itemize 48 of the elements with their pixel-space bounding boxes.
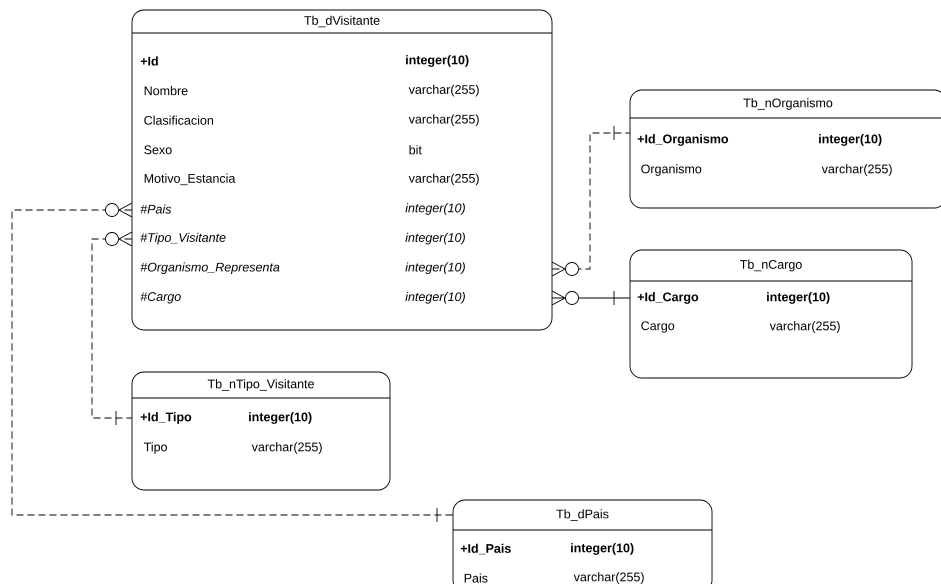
column-name: #Organismo_Representa xyxy=(140,262,280,274)
relationship-line xyxy=(552,126,630,276)
entity-table xyxy=(630,90,941,208)
table-title: Tb_dPais xyxy=(556,509,608,521)
column-type: varchar(255) xyxy=(770,321,840,333)
column-type: integer(10) xyxy=(406,55,468,67)
column-type: integer(10) xyxy=(249,412,312,424)
table-title: Tb_nTipo_Visitante xyxy=(208,379,314,391)
table-title: Tb_dVisitante xyxy=(304,16,380,28)
column-type: varchar(255) xyxy=(252,442,322,454)
relationship-line xyxy=(12,202,453,522)
column-name: Motivo_Estancia xyxy=(144,174,236,186)
column-name: Sexo xyxy=(144,145,172,154)
column-name: #Tipo_Visitante xyxy=(140,232,226,244)
entity-table xyxy=(132,10,552,330)
column-type: bit xyxy=(409,145,422,154)
column-type: varchar(255) xyxy=(408,174,479,186)
column-name: +Id_Organismo xyxy=(638,134,728,146)
column-type: integer(10) xyxy=(405,232,465,244)
entity-table xyxy=(630,250,912,378)
column-name: Organismo xyxy=(641,164,702,176)
column-name: +Id_Tipo xyxy=(140,412,192,424)
column-name: +Id_Cargo xyxy=(638,292,698,304)
column-name: Tipo xyxy=(144,442,167,454)
column-type: varchar(255) xyxy=(408,84,479,96)
column-name: Pais xyxy=(464,573,488,583)
column-name: #Pais xyxy=(140,204,172,214)
entity-table xyxy=(452,500,712,584)
relationship-line xyxy=(92,232,132,426)
entity-table xyxy=(132,372,390,490)
table-title: Tb_nOrganismo xyxy=(743,98,832,110)
column-name: Nombre xyxy=(144,86,188,96)
column-name: +Id xyxy=(140,56,158,66)
column-type: integer(10) xyxy=(819,134,882,146)
column-name: Clasificacion xyxy=(144,116,213,125)
column-type: integer(10) xyxy=(767,292,830,304)
column-type: integer(10) xyxy=(405,262,465,274)
column-name: Cargo xyxy=(641,321,674,333)
column-type: integer(10) xyxy=(405,203,465,215)
column-type: varchar(255) xyxy=(822,164,892,176)
column-type: integer(10) xyxy=(571,543,634,555)
table-title: Tb_nCargo xyxy=(740,260,802,272)
column-type: integer(10) xyxy=(405,292,465,304)
column-type: varchar(255) xyxy=(408,114,479,126)
column-name: +Id_Pais xyxy=(460,544,511,554)
relationship-line xyxy=(552,290,630,306)
column-type: varchar(255) xyxy=(574,572,644,584)
column-name: #Cargo xyxy=(140,292,181,304)
